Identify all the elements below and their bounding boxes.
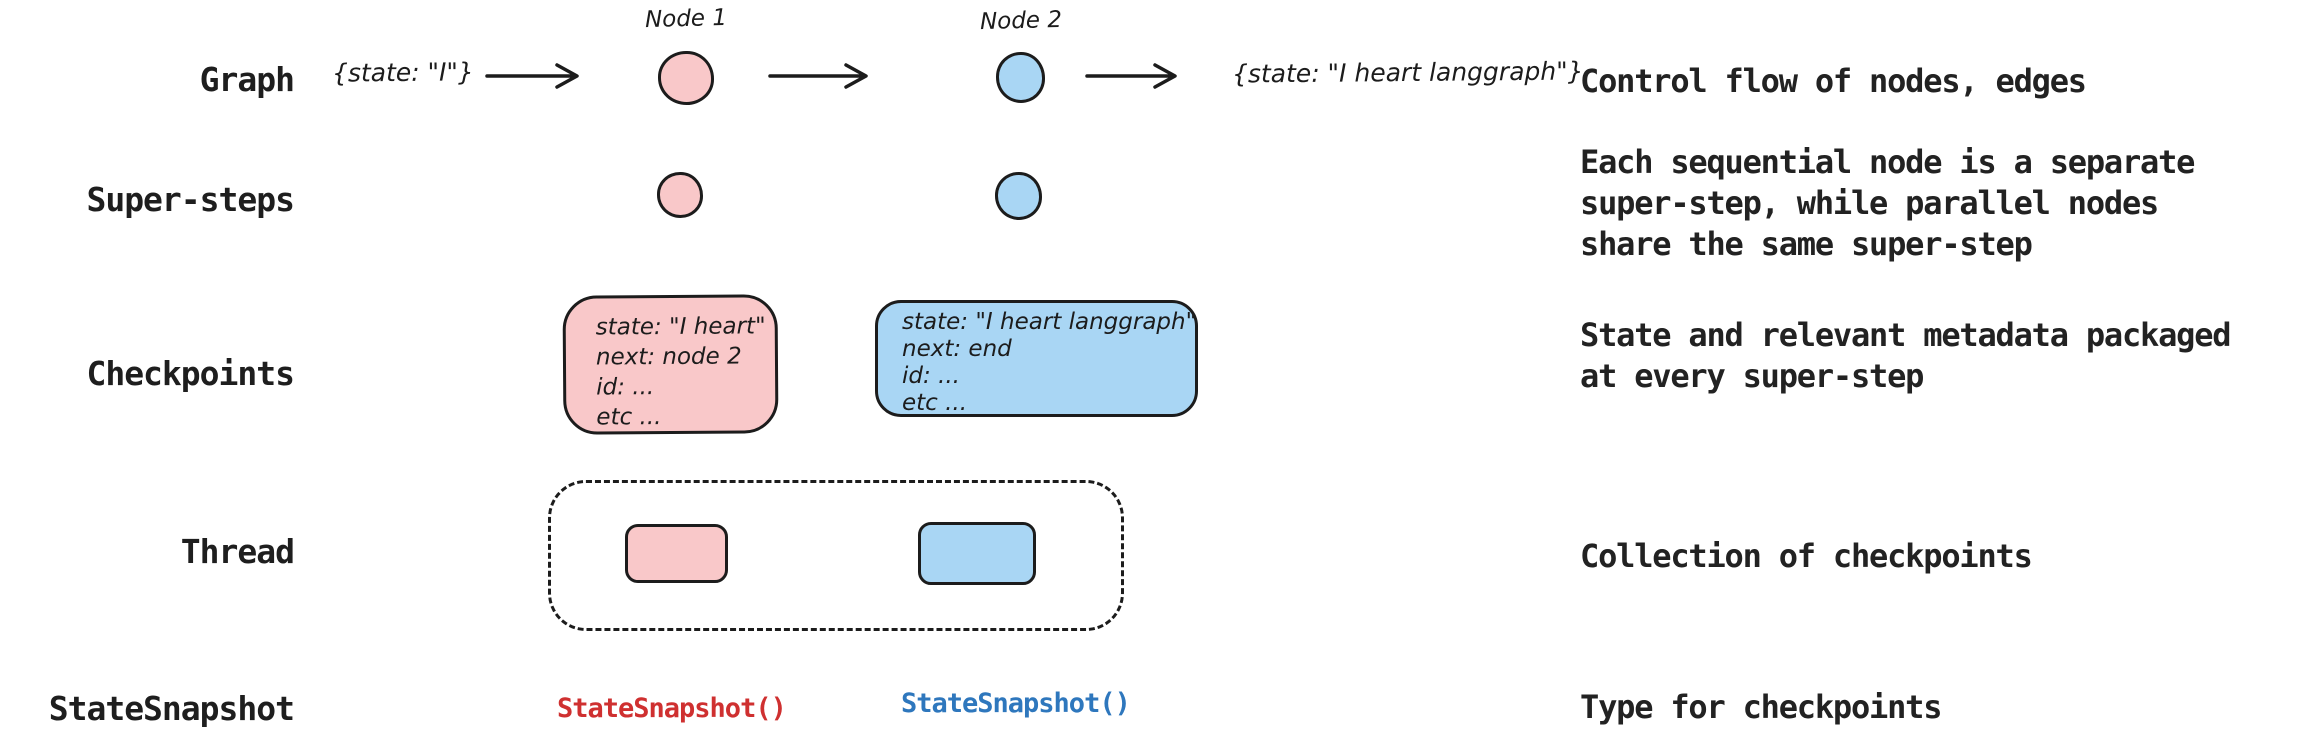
arrow-right-icon [1085,63,1177,89]
node2-circle [996,52,1045,103]
thread-description: Collection of checkpoints [1580,537,2033,575]
node2-label: Node 2 [979,6,1063,36]
checkpoint-card-node1: state: "I heart" next: node 2 id: ... et… [562,294,779,435]
super-step-node1-circle [657,172,703,218]
checkpoint-line: id: ... [902,363,960,389]
row-label-graph: Graph [199,60,295,99]
graph-output-state: {state: "I heart langgraph"} [1231,56,1584,89]
checkpoints-description: State and relevant metadata packaged at … [1580,315,2232,397]
graph-input-state: {state: "I"} [331,57,475,88]
statesnapshot-call-blue: StateSnapshot() [901,688,1131,719]
statesnapshot-description: Type for checkpoints [1580,688,1943,726]
row-label-checkpoints: Checkpoints [86,354,295,393]
checkpoint-line: next: end [902,336,1012,362]
description-line: at every super-step [1580,357,1924,395]
description-line: State and relevant metadata packaged [1580,316,2232,354]
graph-description: Control flow of nodes, edges [1580,62,2087,100]
super-steps-description: Each sequential node is a separate super… [1580,142,2195,265]
description-line: share the same super-step [1580,225,2033,263]
row-label-super-steps: Super-steps [86,180,295,219]
arrow-right-icon [485,63,579,89]
arrow-right-icon [768,63,868,89]
thread-checkpoint-blue [918,522,1036,585]
checkpoint-line: etc ... [902,390,968,416]
node1-label: Node 1 [644,4,728,34]
statesnapshot-call-pink: StateSnapshot() [557,693,787,724]
row-label-statesnapshot: StateSnapshot [48,689,295,728]
thread-boundary-box [548,480,1124,631]
thread-checkpoint-pink [625,524,728,583]
checkpoint-line: next: node 2 [595,343,742,371]
checkpoint-line: state: "I heart langgraph" [902,309,1197,335]
checkpoint-card-node2: state: "I heart langgraph" next: end id:… [875,300,1198,417]
description-line: super-step, while parallel nodes [1580,184,2159,222]
row-label-thread: Thread [180,532,295,571]
node1-circle [658,51,714,105]
checkpoint-line: id: ... [596,374,655,401]
description-line: Each sequential node is a separate [1580,143,2195,181]
checkpoint-line: state: "I heart" [595,313,766,341]
super-step-node2-circle [995,172,1042,220]
checkpoint-line: etc ... [596,404,662,431]
